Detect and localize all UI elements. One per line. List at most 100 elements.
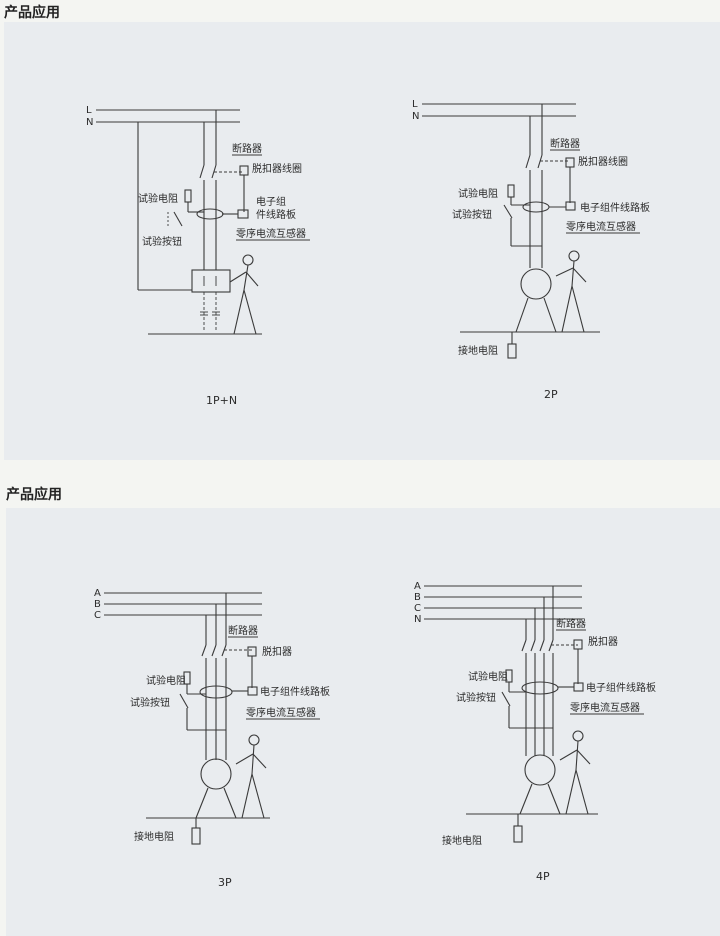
panel-top bbox=[4, 22, 720, 460]
person-leg-right-icon-2p bbox=[571, 285, 585, 333]
diagram-1p-n: L N bbox=[86, 105, 310, 407]
test-button-contact-4p bbox=[501, 691, 511, 707]
label-trip-coil-2p: 脱扣器线圈 bbox=[578, 155, 628, 168]
label-board-1: 电子组 bbox=[256, 195, 286, 208]
breaker-contact-b-3p bbox=[211, 644, 217, 657]
diagram-2p: L N bbox=[412, 99, 650, 401]
breaker-contact-c-4p bbox=[530, 639, 536, 652]
zero-sequence-ct bbox=[196, 208, 224, 220]
electronic-board bbox=[237, 209, 249, 219]
load-box bbox=[191, 269, 231, 293]
person-leg-right-icon bbox=[243, 289, 257, 335]
load-motor-2p bbox=[520, 268, 552, 300]
label-test-resistor: 试验电阻 bbox=[138, 192, 178, 205]
line-label-c-4p: C bbox=[414, 603, 421, 614]
person-arm2-icon-4p bbox=[576, 749, 591, 765]
caption-2p: 2P bbox=[544, 388, 558, 401]
label-test-resistor-2p: 试验电阻 bbox=[458, 187, 498, 200]
label-trip-3p: 脱扣器 bbox=[262, 645, 292, 658]
panel-bottom bbox=[6, 508, 720, 936]
label-test-button-2p: 试验按钮 bbox=[452, 208, 492, 221]
label-board-2: 件线路板 bbox=[256, 208, 296, 221]
person-head-icon-3p bbox=[248, 734, 260, 746]
label-trip-4p: 脱扣器 bbox=[588, 635, 618, 648]
person-leg-left-icon-4p bbox=[565, 769, 577, 815]
person-body-icon-4p bbox=[575, 740, 579, 771]
ground-resistor-4p bbox=[513, 825, 523, 843]
line-label-n-2p: N bbox=[412, 111, 419, 122]
zero-sequence-ct-3p bbox=[199, 685, 233, 699]
trip-coil-2p bbox=[565, 157, 575, 168]
electronic-board-2p bbox=[565, 201, 576, 211]
trip-4p bbox=[573, 639, 583, 650]
caption-1p-n: 1P+N bbox=[206, 394, 237, 407]
section-title-top: 产品应用 bbox=[4, 5, 60, 21]
load-leg-right-3p bbox=[223, 787, 237, 819]
diagram-3p: A B C bbox=[94, 588, 330, 889]
caption-3p: 3P bbox=[218, 876, 232, 889]
person-leg-right-icon-4p bbox=[575, 769, 589, 815]
label-breaker-4p: 断路器 bbox=[556, 617, 586, 630]
person-arm-icon-3p bbox=[235, 753, 254, 765]
person-head-icon-2p bbox=[568, 250, 580, 262]
trip-3p bbox=[247, 646, 257, 657]
person-head-icon bbox=[242, 254, 254, 266]
label-test-button: 试验按钮 bbox=[142, 235, 182, 248]
section-title-bottom: 产品应用 bbox=[6, 487, 62, 503]
load-leg-right-4p bbox=[547, 783, 561, 815]
line-label-b-3p: B bbox=[94, 599, 101, 610]
label-ground-resistor-3p: 接地电阻 bbox=[134, 830, 174, 843]
breaker-contact-l bbox=[211, 164, 217, 179]
load-leg-right-2p bbox=[543, 297, 557, 333]
person-body-icon-2p bbox=[571, 260, 575, 287]
label-test-resistor-3p: 试验电阻 bbox=[146, 674, 186, 687]
breaker-contact-c-3p bbox=[201, 644, 207, 657]
label-test-button-4p: 试验按钮 bbox=[456, 691, 496, 704]
test-button-contact-2p bbox=[503, 204, 513, 219]
person-arm-icon bbox=[229, 271, 247, 283]
label-trip-coil: 脱扣器线圈 bbox=[252, 162, 302, 175]
label-board-4p: 电子组件线路板 bbox=[586, 681, 656, 694]
breaker-contact-a-3p bbox=[221, 644, 227, 657]
breaker-contact-n-2p bbox=[525, 154, 531, 169]
person-body-icon-3p bbox=[251, 744, 255, 775]
line-label-a-3p: A bbox=[94, 588, 101, 599]
line-label-b-4p: B bbox=[414, 592, 421, 603]
ground-resistor-3p bbox=[191, 827, 201, 845]
label-ct-2p: 零序电流互感器 bbox=[566, 220, 636, 233]
label-ground-resistor-4p: 接地电阻 bbox=[442, 834, 482, 847]
person-leg-left-icon bbox=[233, 289, 245, 335]
label-ground-resistor-2p: 接地电阻 bbox=[458, 344, 498, 357]
label-test-button-3p: 试验按钮 bbox=[130, 696, 170, 709]
test-resistor bbox=[184, 189, 192, 203]
breaker-contact-b-4p bbox=[539, 639, 545, 652]
label-board-2p: 电子组件线路板 bbox=[580, 201, 650, 214]
line-label-a-4p: A bbox=[414, 581, 421, 592]
label-board-3p: 电子组件线路板 bbox=[260, 685, 330, 698]
load-leg-left-3p bbox=[195, 787, 209, 819]
person-arm2-icon-2p bbox=[572, 267, 587, 283]
label-ct: 零序电流互感器 bbox=[236, 227, 306, 240]
caption-4p: 4P bbox=[536, 870, 550, 883]
zero-sequence-ct-4p bbox=[521, 681, 559, 695]
person-arm2-icon-3p bbox=[252, 753, 267, 769]
test-resistor-2p bbox=[507, 184, 515, 198]
ground-resistor-2p bbox=[507, 343, 517, 359]
line-label-l: L bbox=[86, 105, 92, 116]
electronic-board-4p bbox=[573, 682, 584, 692]
load-leg-left-2p bbox=[515, 297, 529, 333]
person-arm-icon-4p bbox=[559, 749, 578, 761]
label-breaker: 断路器 bbox=[232, 142, 262, 155]
person-body-icon bbox=[243, 264, 249, 291]
line-label-c-3p: C bbox=[94, 610, 101, 621]
person-head-icon-4p bbox=[572, 730, 584, 742]
label-breaker-2p: 断路器 bbox=[550, 137, 580, 150]
line-label-n: N bbox=[86, 117, 93, 128]
label-ct-3p: 零序电流互感器 bbox=[246, 706, 316, 719]
breaker-contact-a-4p bbox=[548, 639, 554, 652]
zero-sequence-ct-2p bbox=[522, 201, 550, 213]
person-leg-left-icon-3p bbox=[241, 773, 253, 819]
label-ct-4p: 零序电流互感器 bbox=[570, 701, 640, 714]
